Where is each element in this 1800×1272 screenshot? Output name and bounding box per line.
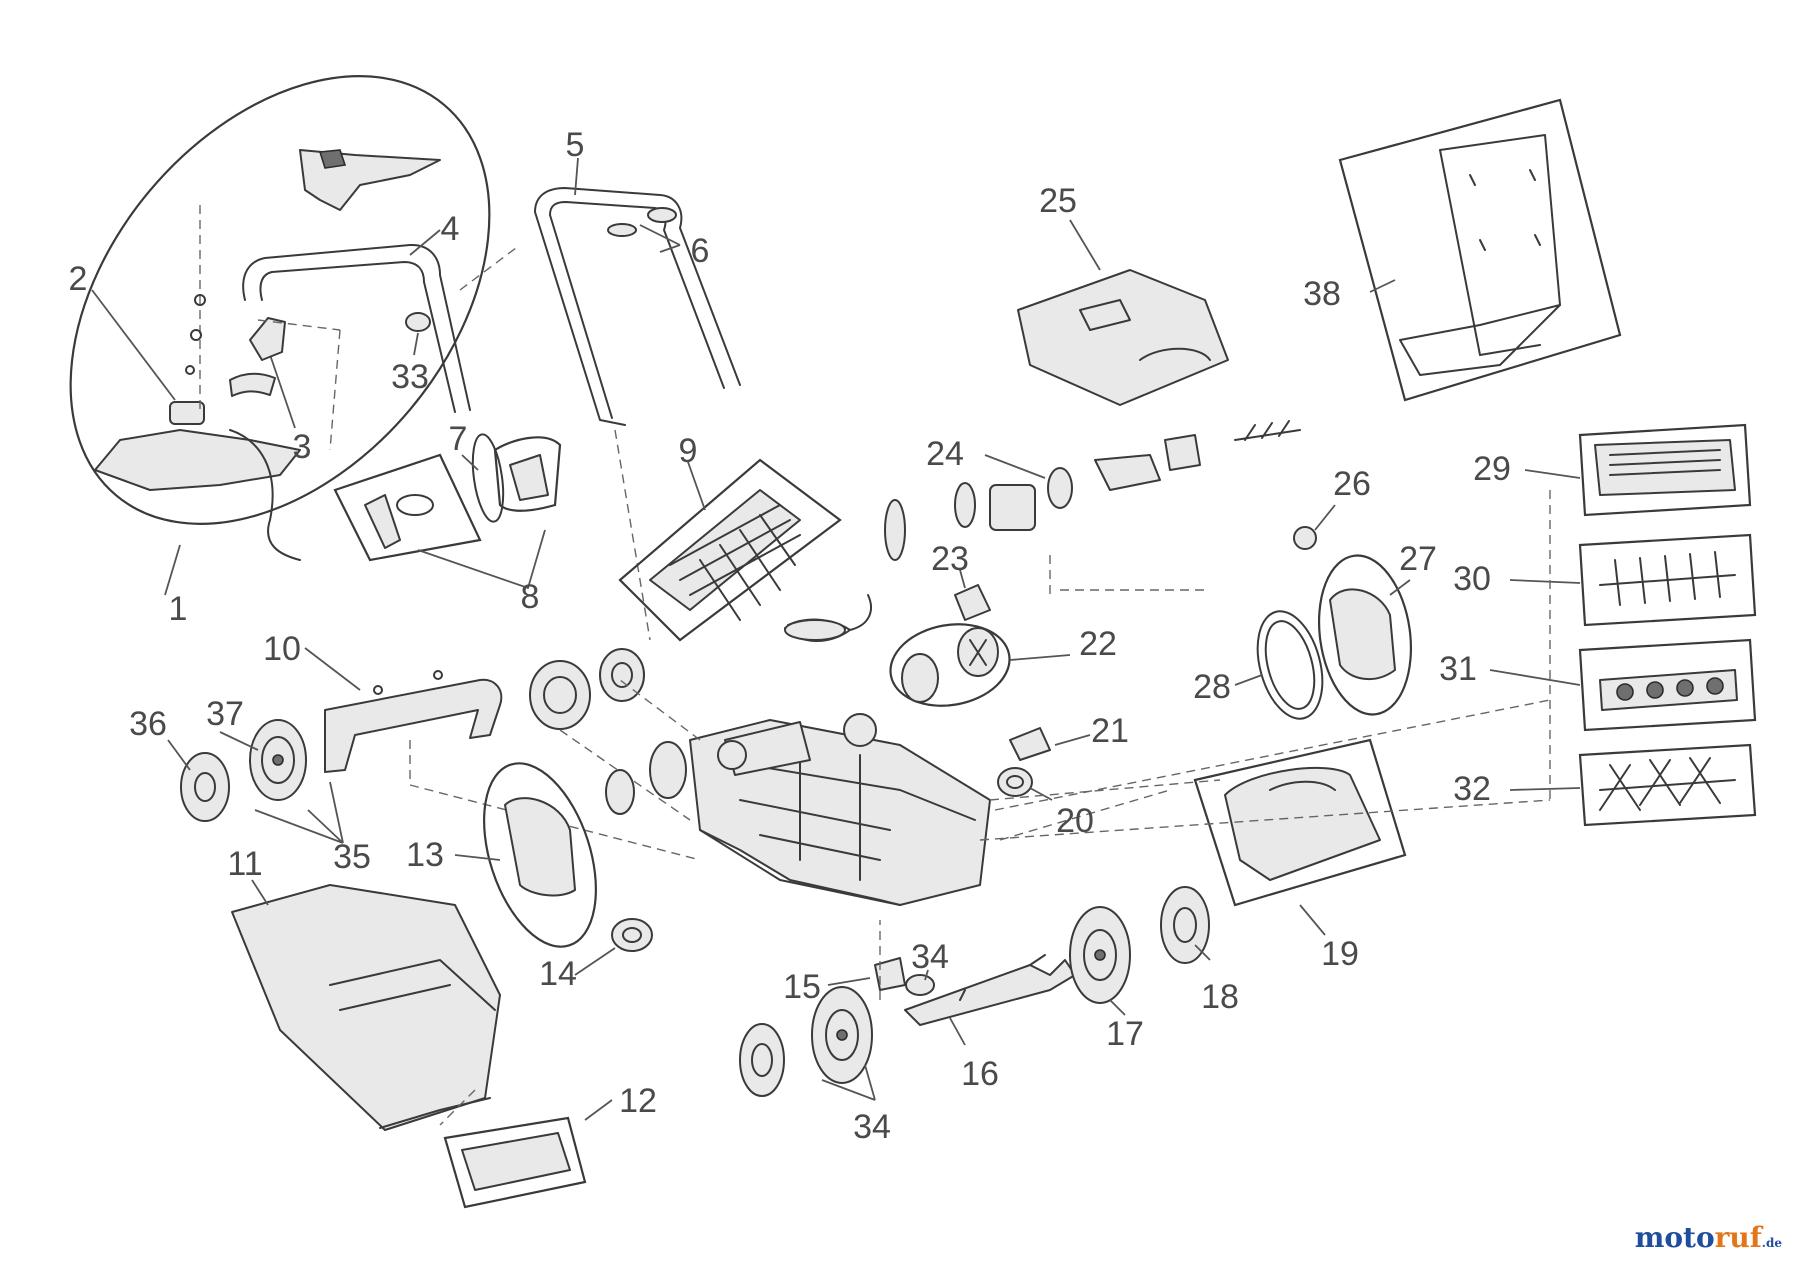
part-23-switch-box bbox=[954, 584, 991, 621]
callout-11: 11 bbox=[227, 845, 262, 883]
callout-35: 35 bbox=[333, 838, 371, 876]
part-25-motor-cover bbox=[1017, 269, 1229, 406]
callout-34a: 34 bbox=[911, 938, 949, 976]
callout-24: 24 bbox=[926, 435, 964, 473]
callout-28: 28 bbox=[1193, 668, 1231, 706]
callout-4: 4 bbox=[441, 210, 460, 248]
part-6-clip-b bbox=[647, 207, 677, 223]
callout-14: 14 bbox=[539, 955, 577, 993]
part-9-grille bbox=[618, 458, 842, 642]
part-24-motor bbox=[884, 420, 1301, 595]
part-22-belt-pulleys bbox=[889, 623, 1011, 707]
callout-6: 6 bbox=[691, 232, 710, 270]
callout-30: 30 bbox=[1453, 560, 1491, 598]
part-14-roller bbox=[611, 918, 653, 952]
callout-20: 20 bbox=[1056, 802, 1094, 840]
part-33-knob bbox=[405, 312, 431, 332]
callout-13: 13 bbox=[406, 836, 444, 874]
motoruf-logo: motoruf.de bbox=[1634, 1221, 1782, 1254]
part-13-side-panel bbox=[483, 762, 597, 948]
callout-25: 25 bbox=[1039, 182, 1077, 220]
callout-33: 33 bbox=[391, 358, 429, 396]
callout-32: 32 bbox=[1453, 770, 1491, 808]
callout-1: 1 bbox=[169, 590, 188, 628]
part-36-wheel-cap bbox=[180, 752, 230, 822]
part-34-rear-wheels bbox=[739, 974, 935, 1097]
callout-34b: 34 bbox=[853, 1108, 891, 1146]
callout-7: 7 bbox=[449, 420, 468, 458]
callout-3: 3 bbox=[293, 428, 312, 466]
part-38-storage-frame bbox=[1338, 98, 1622, 402]
part-31-aerator-roller bbox=[1578, 638, 1757, 732]
part-37-wheel bbox=[249, 719, 307, 801]
part-8-switch-group bbox=[333, 433, 562, 562]
callout-16: 16 bbox=[961, 1055, 999, 1093]
callout-36: 36 bbox=[129, 705, 167, 743]
part-26-nut bbox=[1293, 526, 1317, 550]
part-30-scarifier-roller bbox=[1578, 533, 1757, 627]
part-18-wheel-cap bbox=[1160, 886, 1210, 964]
callout-21: 21 bbox=[1091, 712, 1129, 750]
callout-15: 15 bbox=[783, 968, 821, 1006]
callout-19: 19 bbox=[1321, 935, 1359, 973]
callout-5: 5 bbox=[566, 126, 585, 164]
part-28-gasket bbox=[1256, 610, 1324, 720]
callout-31: 31 bbox=[1439, 650, 1477, 688]
part-32-brush-roller bbox=[1578, 743, 1757, 827]
part-20-pulley bbox=[997, 767, 1033, 797]
part-1-handle-console-group bbox=[69, 75, 491, 561]
cable-clip bbox=[784, 619, 846, 641]
part-12-flap bbox=[439, 1089, 587, 1209]
deck-front-axle-wheel bbox=[605, 741, 687, 815]
callout-9: 9 bbox=[679, 432, 698, 470]
callout-37: 37 bbox=[206, 695, 244, 733]
part-27-side-cover bbox=[1317, 554, 1413, 716]
callout-27: 27 bbox=[1399, 540, 1437, 578]
part-11-grass-box bbox=[231, 884, 501, 1131]
callout-22: 22 bbox=[1079, 625, 1117, 663]
callout-8: 8 bbox=[521, 578, 540, 616]
part-17-rear-wheel bbox=[1069, 906, 1131, 1004]
callout-26: 26 bbox=[1333, 465, 1371, 503]
part-4-lower-handle bbox=[242, 243, 471, 451]
callout-29: 29 bbox=[1473, 450, 1511, 488]
part-3-cap bbox=[249, 317, 286, 361]
part-6-clip-a bbox=[607, 223, 637, 237]
deck-rear-wheel bbox=[529, 648, 691, 821]
main-deck-chassis bbox=[689, 713, 991, 906]
callout-17: 17 bbox=[1106, 1015, 1144, 1053]
callout-18: 18 bbox=[1201, 978, 1239, 1016]
part-29-shaft-assembly bbox=[1578, 423, 1752, 517]
callout-23: 23 bbox=[931, 540, 969, 578]
part-21-clip bbox=[1009, 727, 1051, 761]
callout-38: 38 bbox=[1303, 275, 1341, 313]
part-19-rear-cover bbox=[1193, 738, 1407, 907]
part-10-front-bumper bbox=[324, 670, 701, 861]
callout-10: 10 bbox=[263, 630, 301, 668]
callout-12: 12 bbox=[619, 1082, 657, 1120]
callout-2: 2 bbox=[69, 260, 88, 298]
